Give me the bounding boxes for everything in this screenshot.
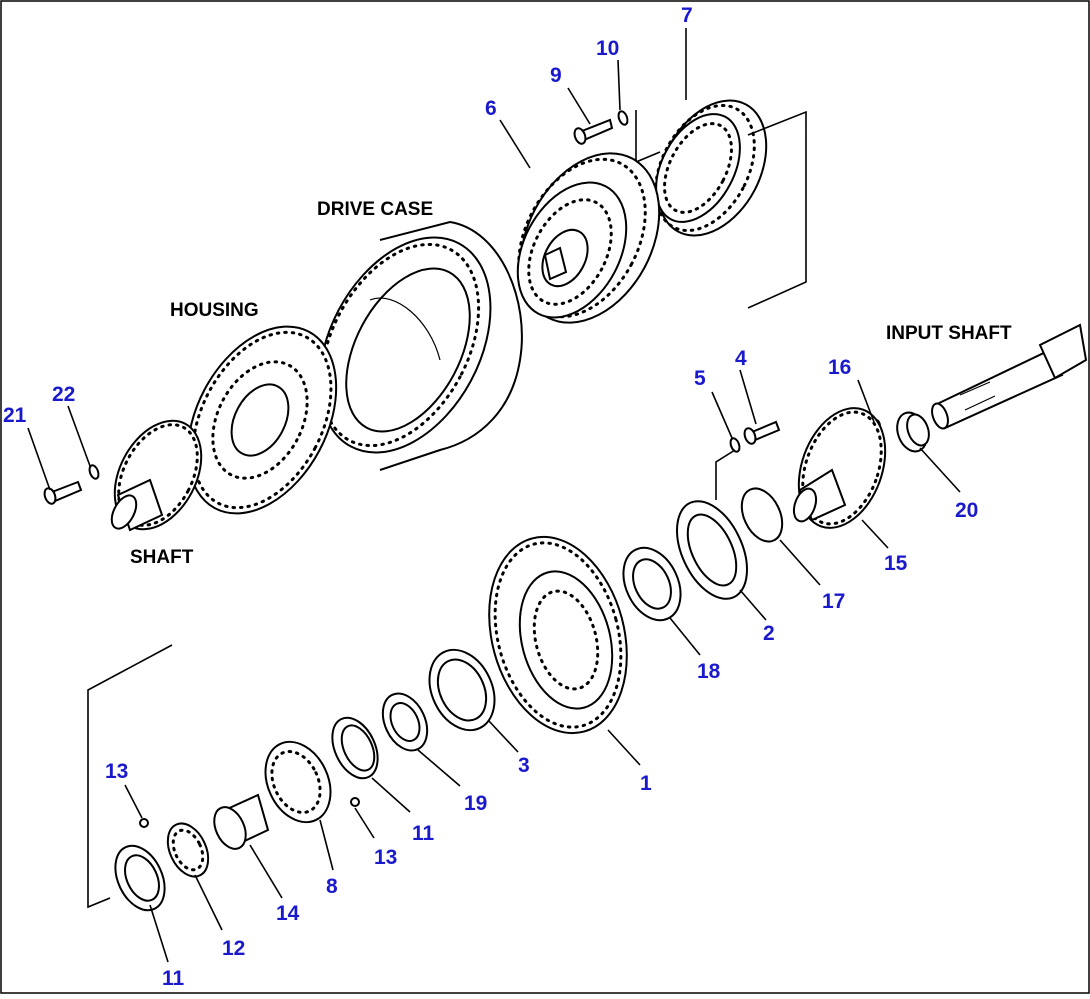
callout-11-lower: 11 (162, 967, 185, 990)
part-18-bearing (622, 546, 682, 622)
part-22-washer (88, 464, 100, 480)
label-shaft: SHAFT (130, 547, 194, 568)
part-21-bolt (43, 480, 83, 505)
drive-case (318, 220, 523, 471)
part-10-washer (617, 110, 629, 126)
housing (186, 325, 338, 515)
part-13-ball-right (350, 797, 360, 807)
callout-18: 18 (697, 660, 721, 683)
part-9-bolt (573, 118, 614, 145)
leader-lines (27, 28, 961, 963)
part-4-bolt (743, 420, 781, 445)
callout-1: 1 (640, 772, 652, 795)
callout-13-right: 13 (374, 846, 397, 869)
part-17-oring (740, 487, 784, 543)
leader-bolt-4-5 (715, 449, 736, 500)
part-2-plate (676, 500, 748, 600)
callout-22: 22 (52, 383, 75, 406)
part-3-stator (428, 648, 496, 732)
callout-15: 15 (884, 552, 908, 575)
callout-5: 5 (694, 367, 706, 390)
callout-14: 14 (276, 902, 300, 925)
part-5-washer (729, 437, 741, 453)
part-19-washer (381, 692, 429, 752)
part-11-ring-upper (331, 716, 379, 780)
part-14-bearing (213, 793, 270, 850)
callout-19: 19 (464, 792, 487, 815)
input-shaft (931, 323, 1088, 430)
part-20-bearing (896, 411, 930, 453)
part-shaft-left (110, 419, 203, 532)
callout-17: 17 (822, 590, 845, 613)
part-6-turbine (516, 152, 661, 324)
callout-8: 8 (326, 875, 338, 898)
callout-13-left: 13 (105, 760, 128, 783)
callout-6: 6 (485, 97, 497, 120)
part-11-ring-lower (114, 844, 166, 912)
label-input-shaft: INPUT SHAFT (886, 323, 1012, 344)
part-15-flange (792, 407, 887, 529)
callout-16: 16 (828, 356, 851, 379)
callout-4: 4 (735, 347, 747, 370)
callout-10: 10 (596, 37, 619, 60)
callout-12: 12 (222, 937, 245, 960)
part-13-ball-left (139, 818, 149, 828)
label-housing: HOUSING (170, 300, 259, 321)
callout-21: 21 (3, 404, 27, 427)
part-1-impeller (488, 535, 628, 735)
leader-bolt-9-10 (635, 110, 661, 164)
callout-7: 7 (681, 4, 693, 27)
bracket-left-bottom (87, 644, 173, 909)
part-8-bearing (264, 740, 332, 824)
callout-11-upper: 11 (412, 822, 435, 845)
callout-3: 3 (518, 754, 530, 777)
part-7-ring-gear (654, 99, 768, 237)
callout-2: 2 (763, 622, 775, 645)
callout-9: 9 (550, 64, 562, 87)
callout-20: 20 (955, 499, 978, 522)
part-12-bearing (166, 822, 210, 878)
label-drive-case: DRIVE CASE (317, 199, 433, 220)
bracket-right-top (747, 110, 807, 309)
